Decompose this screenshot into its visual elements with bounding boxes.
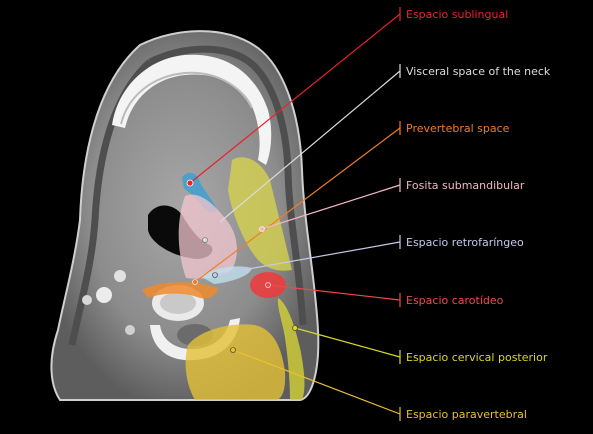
anchor-carotid xyxy=(265,282,271,288)
left-vessel-small xyxy=(82,295,92,305)
left-carotid-vessel xyxy=(114,270,126,282)
visceral-space-overlay xyxy=(178,194,237,279)
label-posterior-cervical-space: Espacio cervical posterior xyxy=(406,351,548,364)
vertebral-body-marrow xyxy=(160,292,196,314)
leader-line-retropharyngeal xyxy=(214,241,401,276)
anchor-paravertebral xyxy=(230,347,236,353)
mandible-marrow xyxy=(120,71,253,125)
leader-line-submandibular xyxy=(261,184,401,230)
anchor-dots xyxy=(186,179,298,353)
skin-outline xyxy=(50,30,320,401)
label-submandibular-fossa: Fosita submandibular xyxy=(406,179,525,192)
anchor-prevertebral xyxy=(192,279,198,285)
anchor-submandibular xyxy=(259,226,265,232)
paravertebral-overlay xyxy=(185,324,286,400)
submandibular-yellow-overlay xyxy=(228,157,292,271)
leader-line-carotid xyxy=(267,284,401,301)
leader-line-paravertebral xyxy=(232,349,401,415)
label-prevertebral-space: Prevertebral space xyxy=(406,122,510,135)
leader-line-visceral xyxy=(219,70,401,223)
anchor-visceral xyxy=(202,237,208,243)
left-vessel-tiny xyxy=(125,325,135,335)
label-sublingual-space: Espacio sublingual xyxy=(406,8,509,21)
prevertebral-overlay xyxy=(142,282,218,299)
leader-line-prevertebral xyxy=(194,127,401,283)
leader-line-posterior-cervical xyxy=(294,327,401,358)
label-retropharyngeal-space: Espacio retrofaríngeo xyxy=(406,236,524,249)
label-paravertebral-space: Espacio paravertebral xyxy=(406,408,527,421)
anchor-retropharyngeal xyxy=(212,272,218,278)
left-jugular-vessel xyxy=(96,287,112,303)
anchor-sublingual xyxy=(186,179,194,187)
leader-line-sublingual xyxy=(189,13,401,184)
label-carotid-space: Espacio carotídeo xyxy=(406,294,504,307)
subcutaneous-fat xyxy=(148,45,307,326)
leader-lines xyxy=(189,13,401,415)
anchor-posterior-cervical xyxy=(292,325,298,331)
label-visceral-space: Visceral space of the neck xyxy=(406,65,551,78)
